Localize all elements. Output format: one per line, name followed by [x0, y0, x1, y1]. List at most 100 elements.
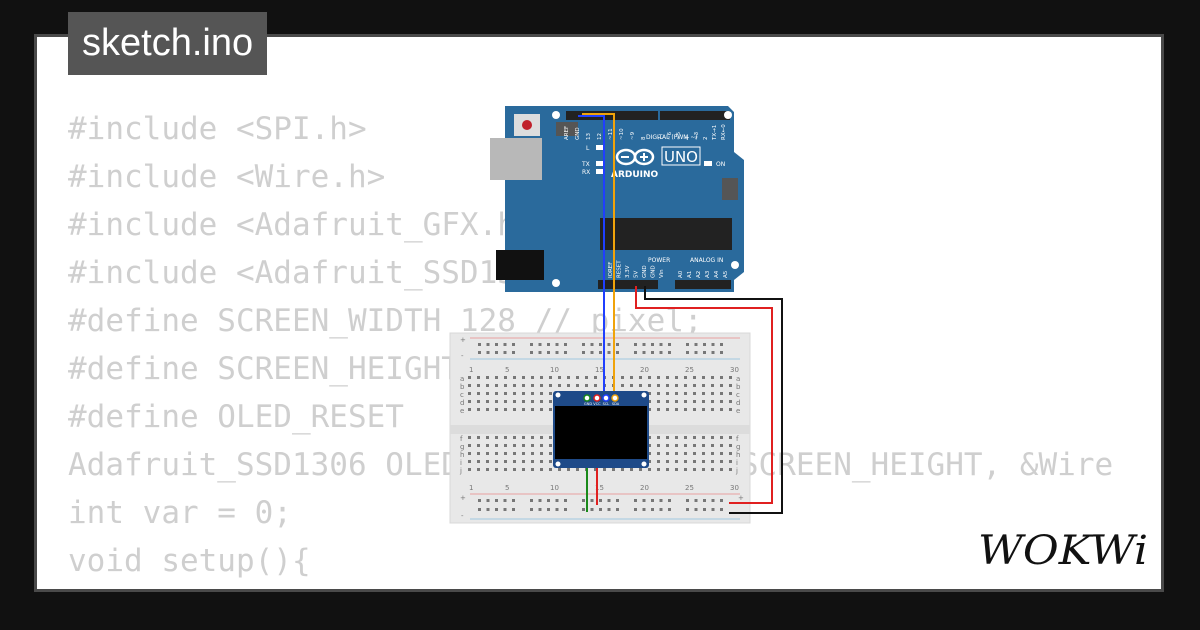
breadboard-hole[interactable] [666, 408, 669, 411]
breadboard-hole[interactable] [531, 392, 534, 395]
breadboard-hole[interactable] [540, 460, 543, 463]
breadboard-hole[interactable] [540, 384, 543, 387]
breadboard-hole[interactable] [477, 408, 480, 411]
breadboard-hole[interactable] [684, 436, 687, 439]
breadboard-hole[interactable] [486, 392, 489, 395]
breadboard-hole[interactable] [585, 376, 588, 379]
breadboard-hole[interactable] [486, 499, 490, 502]
breadboard-hole[interactable] [720, 384, 723, 387]
breadboard-hole[interactable] [694, 351, 698, 354]
breadboard-hole[interactable] [477, 444, 480, 447]
breadboard-hole[interactable] [495, 408, 498, 411]
breadboard-hole[interactable] [468, 408, 471, 411]
breadboard-hole[interactable] [711, 508, 715, 511]
reset-button-cap[interactable] [522, 120, 532, 130]
breadboard-hole[interactable] [711, 499, 715, 502]
breadboard-hole[interactable] [720, 351, 723, 354]
breadboard-hole[interactable] [729, 384, 732, 387]
breadboard-hole[interactable] [495, 499, 498, 502]
breadboard-hole[interactable] [486, 384, 489, 387]
breadboard-hole[interactable] [477, 384, 480, 387]
breadboard-hole[interactable] [703, 508, 706, 511]
breadboard-hole[interactable] [659, 351, 663, 354]
breadboard-hole[interactable] [531, 468, 534, 471]
breadboard-hole[interactable] [659, 343, 663, 346]
breadboard-hole[interactable] [648, 444, 651, 447]
breadboard-hole[interactable] [693, 468, 696, 471]
breadboard-hole[interactable] [703, 351, 706, 354]
breadboard-hole[interactable] [720, 343, 723, 346]
breadboard-hole[interactable] [702, 400, 705, 403]
breadboard-hole[interactable] [504, 392, 507, 395]
breadboard-hole[interactable] [711, 400, 714, 403]
breadboard-hole[interactable] [711, 460, 714, 463]
breadboard-hole[interactable] [576, 376, 579, 379]
breadboard-hole[interactable] [648, 460, 651, 463]
breadboard-hole[interactable] [513, 384, 516, 387]
breadboard-hole[interactable] [666, 468, 669, 471]
breadboard-hole[interactable] [538, 343, 542, 346]
breadboard-hole[interactable] [590, 351, 594, 354]
breadboard-hole[interactable] [729, 452, 732, 455]
breadboard-hole[interactable] [486, 460, 489, 463]
breadboard-hole[interactable] [512, 499, 515, 502]
breadboard-hole[interactable] [693, 452, 696, 455]
breadboard-hole[interactable] [547, 508, 550, 511]
breadboard-hole[interactable] [720, 499, 723, 502]
breadboard-hole[interactable] [684, 392, 687, 395]
breadboard-hole[interactable] [684, 460, 687, 463]
breadboard-hole[interactable] [504, 384, 507, 387]
breadboard-hole[interactable] [549, 392, 552, 395]
breadboard-hole[interactable] [468, 452, 471, 455]
breadboard-hole[interactable] [729, 392, 732, 395]
breadboard-hole[interactable] [616, 351, 619, 354]
breadboard-hole[interactable] [477, 468, 480, 471]
breadboard-hole[interactable] [530, 508, 533, 511]
breadboard-hole[interactable] [504, 452, 507, 455]
breadboard-hole[interactable] [513, 400, 516, 403]
breadboard-hole[interactable] [720, 444, 723, 447]
breadboard-hole[interactable] [531, 400, 534, 403]
breadboard-hole[interactable] [648, 376, 651, 379]
breadboard-hole[interactable] [512, 508, 515, 511]
breadboard-hole[interactable] [549, 376, 552, 379]
breadboard-hole[interactable] [538, 508, 542, 511]
breadboard-hole[interactable] [531, 460, 534, 463]
breadboard-hole[interactable] [693, 460, 696, 463]
breadboard-hole[interactable] [675, 384, 678, 387]
breadboard-hole[interactable] [486, 468, 489, 471]
breadboard-hole[interactable] [522, 376, 525, 379]
breadboard-hole[interactable] [495, 392, 498, 395]
breadboard-hole[interactable] [540, 436, 543, 439]
breadboard-hole[interactable] [648, 452, 651, 455]
breadboard-hole[interactable] [720, 508, 723, 511]
breadboard-hole[interactable] [684, 444, 687, 447]
breadboard-hole[interactable] [702, 408, 705, 411]
breadboard-hole[interactable] [540, 444, 543, 447]
breadboard-hole[interactable] [522, 400, 525, 403]
breadboard-hole[interactable] [651, 499, 654, 502]
breadboard-hole[interactable] [567, 376, 570, 379]
breadboard-hole[interactable] [594, 468, 597, 471]
breadboard-hole[interactable] [504, 460, 507, 463]
breadboard-hole[interactable] [675, 436, 678, 439]
breadboard-hole[interactable] [657, 468, 660, 471]
breadboard-hole[interactable] [558, 468, 561, 471]
breadboard-hole[interactable] [693, 376, 696, 379]
breadboard-hole[interactable] [648, 384, 651, 387]
breadboard-hole[interactable] [684, 408, 687, 411]
breadboard-hole[interactable] [495, 351, 498, 354]
breadboard-hole[interactable] [720, 468, 723, 471]
breadboard-hole[interactable] [504, 408, 507, 411]
breadboard-hole[interactable] [657, 408, 660, 411]
breadboard-hole[interactable] [486, 444, 489, 447]
breadboard-hole[interactable] [675, 452, 678, 455]
breadboard-hole[interactable] [582, 343, 585, 346]
breadboard-hole[interactable] [616, 343, 619, 346]
breadboard-hole[interactable] [504, 468, 507, 471]
breadboard-hole[interactable] [634, 343, 637, 346]
breadboard-hole[interactable] [530, 499, 533, 502]
breadboard-hole[interactable] [684, 384, 687, 387]
breadboard-hole[interactable] [616, 499, 619, 502]
breadboard-hole[interactable] [478, 499, 481, 502]
